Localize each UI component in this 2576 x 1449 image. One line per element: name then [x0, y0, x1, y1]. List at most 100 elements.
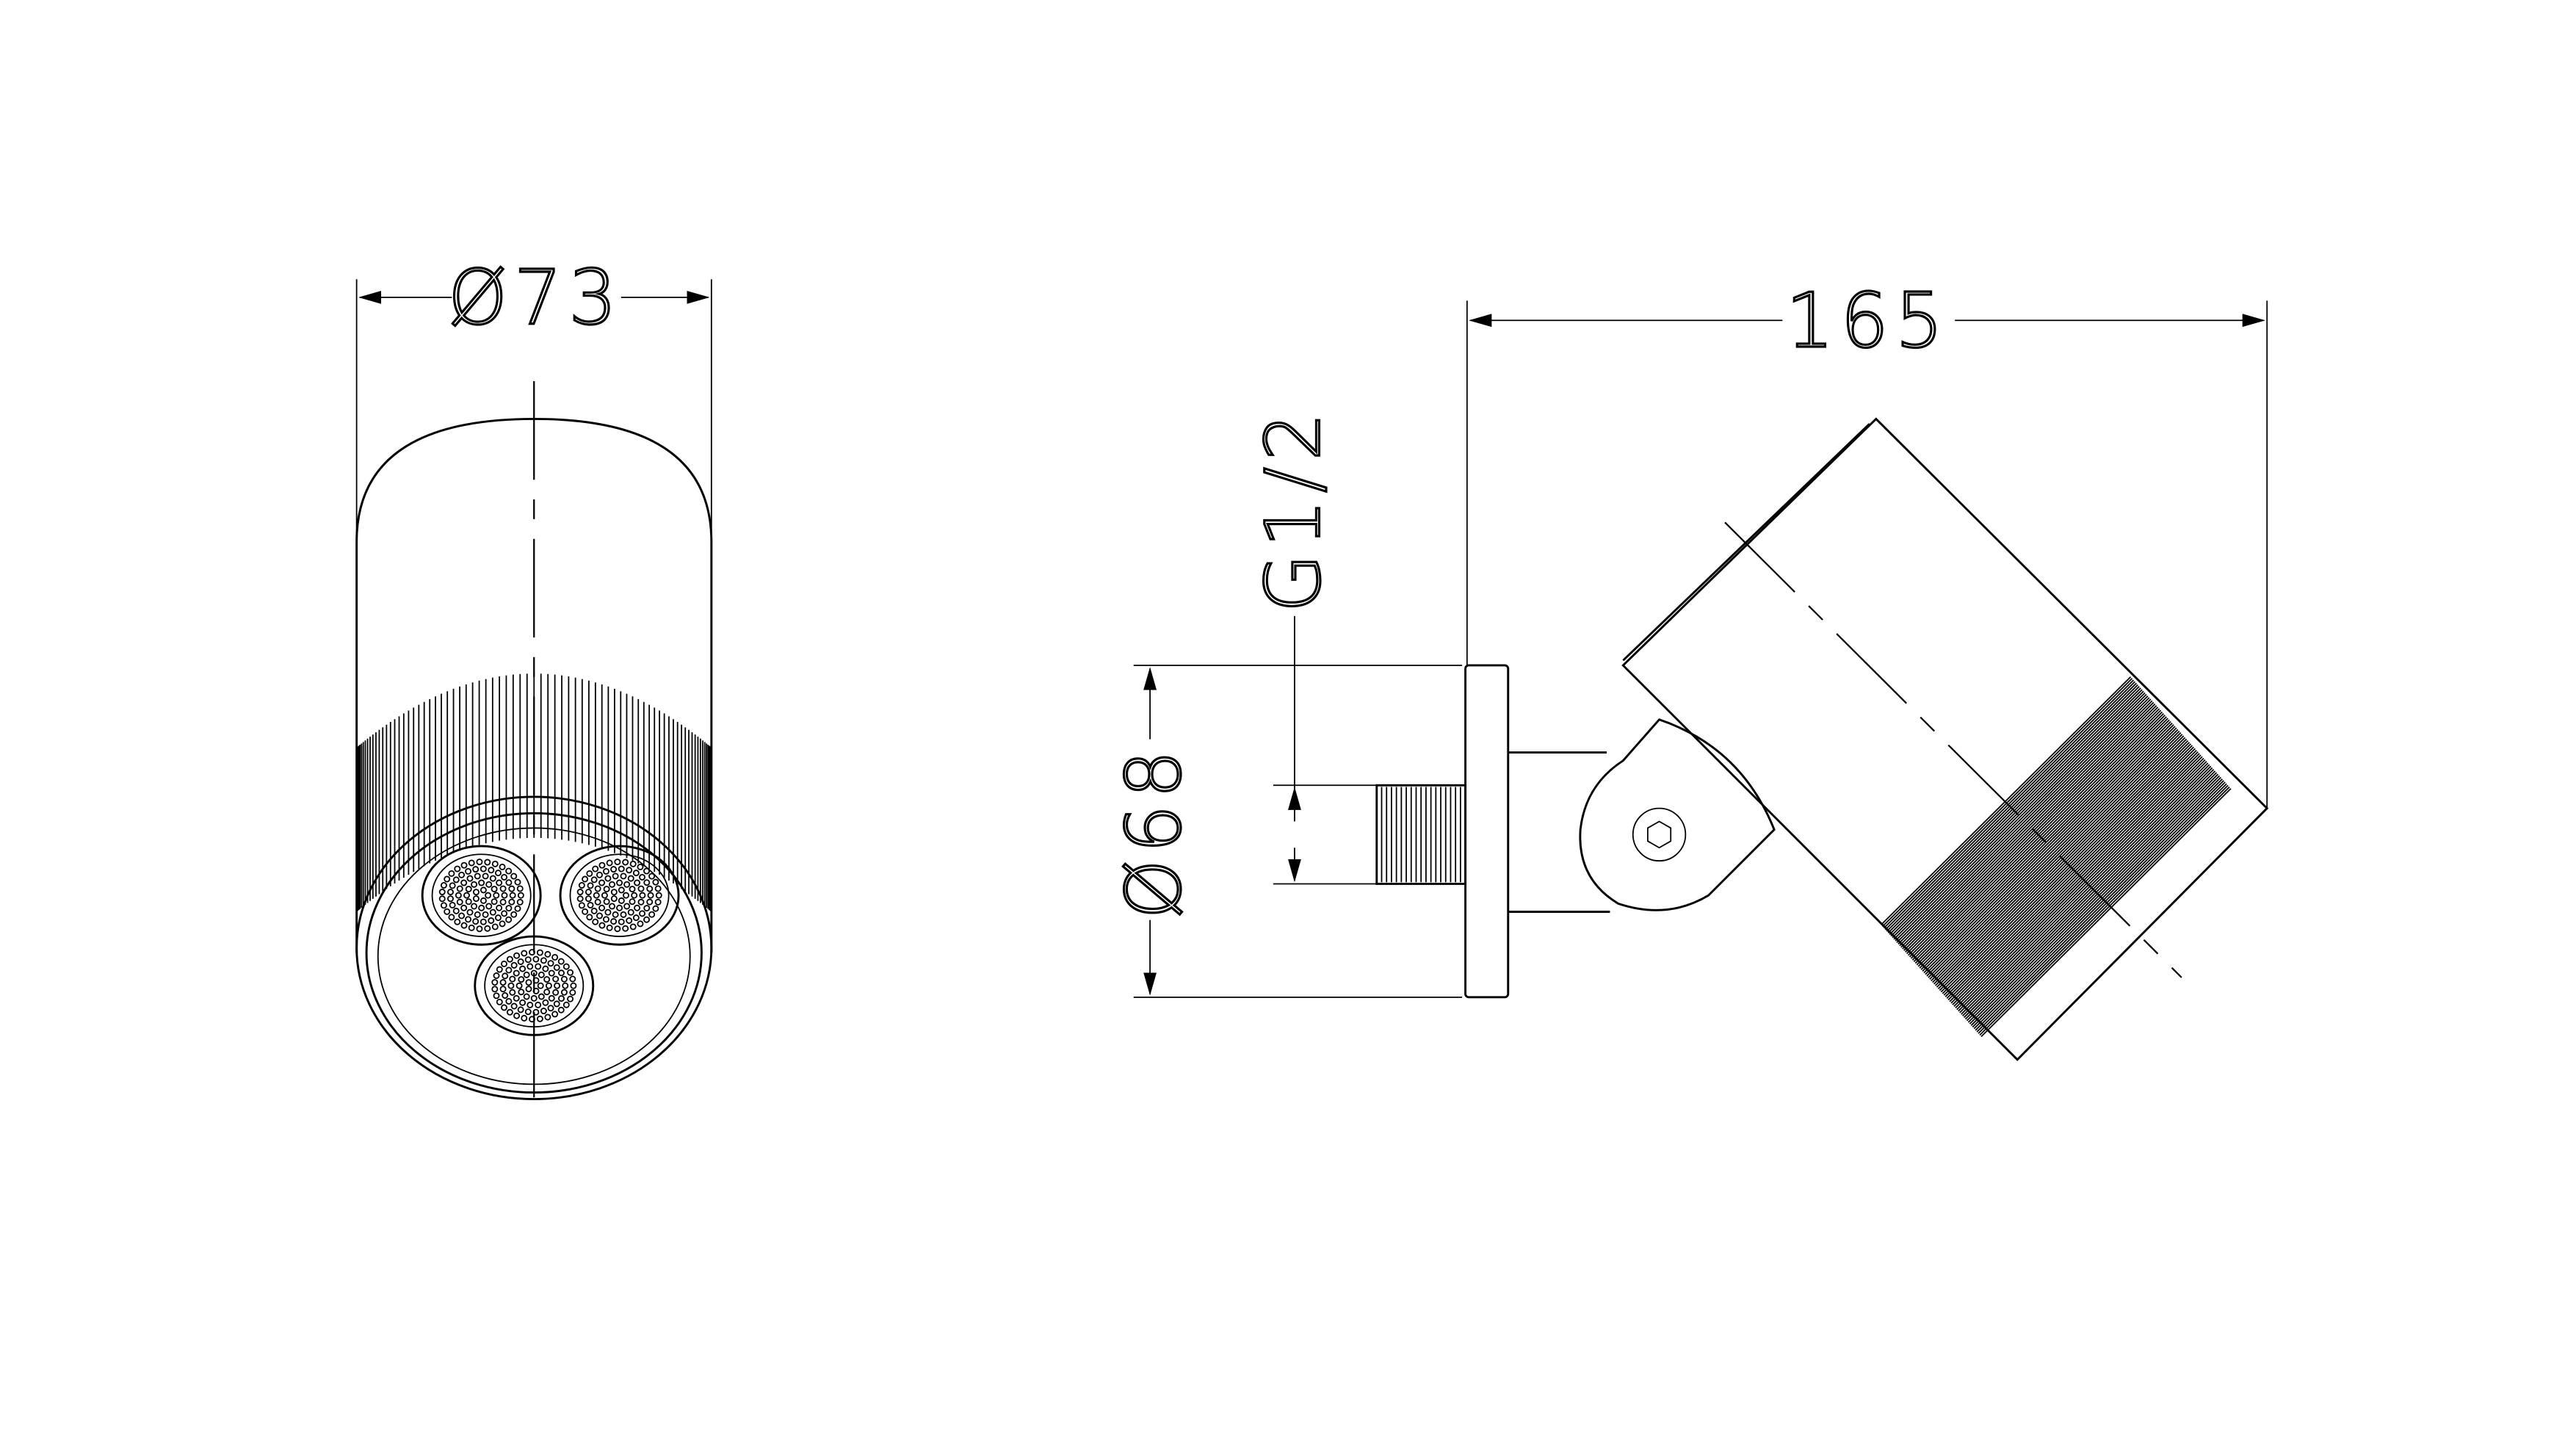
- nozzle-jet: [587, 882, 594, 889]
- nozzle-jet: [460, 861, 468, 869]
- nozzle-jet: [602, 867, 609, 875]
- nozzle-jet: [452, 876, 460, 884]
- nozzle-jet: [493, 892, 500, 899]
- knurl-line: [1953, 757, 2204, 1007]
- nozzle-jet: [509, 975, 516, 983]
- nozzle-jet: [440, 902, 447, 909]
- nozzle-jet: [444, 908, 451, 915]
- nozzle-jet: [634, 879, 641, 886]
- nozzle-jet: [632, 914, 640, 922]
- nozzle-jet: [496, 966, 503, 973]
- nozzle-jet: [471, 903, 478, 910]
- nozzle-jet: [513, 969, 520, 977]
- nozzle-jet: [610, 895, 618, 903]
- nozzle-jet: [502, 992, 509, 999]
- nozzle-jet: [618, 897, 625, 904]
- nozzle-jet: [623, 903, 631, 910]
- nozzle-jet: [444, 875, 451, 883]
- nozzle-jet: [560, 975, 568, 983]
- nozzle-jet: [536, 949, 543, 956]
- nozzle-jet: [569, 975, 576, 983]
- nozzle-jet: [472, 895, 480, 903]
- nozzle-jet: [557, 1006, 565, 1013]
- nozzle-jet: [535, 963, 542, 970]
- side-view: 165 Ø68 G1/2: [1109, 275, 2269, 1061]
- nozzle-jet: [510, 872, 518, 880]
- nozzle-jet: [447, 889, 454, 896]
- nozzle-jet: [586, 870, 593, 877]
- nozzle-jet: [468, 859, 475, 867]
- nozzle-jet: [594, 885, 601, 892]
- knurl-line: [1920, 720, 2171, 970]
- knurl-line: [1900, 698, 2152, 948]
- nozzle-jet: [484, 859, 491, 866]
- thread-outline: [1375, 784, 1467, 885]
- knurl-line: [1952, 756, 2203, 1005]
- diameter-73-label: Ø73: [448, 254, 623, 342]
- nozzle-jet: [518, 989, 525, 996]
- nozzle-jet: [525, 979, 532, 986]
- nozzle-jet: [576, 889, 584, 896]
- nozzle-jet: [537, 982, 544, 989]
- nozzle-jet: [552, 989, 560, 996]
- nozzle-jet: [519, 965, 527, 972]
- nozzle-jet: [542, 965, 549, 972]
- knurl-line: [1976, 783, 2227, 1033]
- nozzle-jet: [585, 895, 592, 903]
- nozzle-jet: [505, 997, 513, 1005]
- knurl-line: [1959, 764, 2210, 1013]
- knurl-line: [1897, 695, 2149, 945]
- nozzle-jet: [491, 979, 499, 986]
- nozzle-jet: [612, 872, 619, 880]
- nozzle-jet: [652, 878, 659, 886]
- knurl-line: [1933, 735, 2185, 985]
- nozzle-jet: [548, 994, 555, 1002]
- nozzle-jet: [542, 999, 549, 1006]
- nozzle-jet: [499, 885, 507, 892]
- nozzle-jet: [485, 892, 492, 899]
- nozzle-jet: [491, 923, 499, 931]
- nozzle-jet: [532, 955, 540, 963]
- nozzle-jet: [496, 904, 503, 911]
- nozzle-jet: [610, 866, 618, 873]
- wall-flange: [1464, 664, 1510, 999]
- nozzle-jet: [476, 925, 483, 933]
- nozzle-jet: [609, 903, 615, 910]
- nozzle-jet: [501, 910, 508, 917]
- nozzle-jet: [494, 870, 502, 877]
- nozzle-jet: [652, 905, 659, 912]
- nozzle-jet: [553, 964, 560, 971]
- nozzle-jet: [622, 925, 629, 932]
- nozzle-jet: [629, 923, 637, 931]
- knurl-line: [1896, 693, 2147, 943]
- nozzle-jet: [452, 907, 460, 914]
- nozzle-jet: [474, 872, 481, 880]
- knurl-line: [1923, 724, 2174, 974]
- nozzle-jet: [515, 982, 523, 989]
- nozzle-jet: [620, 911, 627, 918]
- pivot-joint: [1579, 718, 1776, 911]
- nozzle-jet: [548, 969, 555, 977]
- nozzle-jet: [639, 892, 646, 899]
- nozzle-jet: [639, 910, 646, 917]
- nozzle-jet: [654, 885, 662, 892]
- knurl-line: [1944, 748, 2196, 997]
- nozzle-jet: [582, 875, 589, 883]
- nozzle-jet: [620, 872, 627, 880]
- nozzle-jet: [631, 892, 638, 899]
- diameter-68-label: Ø68: [1110, 744, 1198, 919]
- nozzle-jet: [508, 898, 515, 906]
- nozzle-jet: [629, 898, 636, 906]
- nozzle-jet: [612, 911, 619, 918]
- knurl-line: [1919, 719, 2170, 969]
- nozzle-jet: [643, 867, 651, 875]
- nozzle-jet: [632, 870, 640, 877]
- nozzle-jet: [501, 960, 507, 967]
- pivot-screw: [1632, 807, 1687, 862]
- knurl-line: [1914, 715, 2166, 964]
- knurl-line: [1964, 770, 2216, 1020]
- nozzle-jet: [485, 903, 493, 910]
- nozzle-jet: [438, 889, 446, 896]
- nozzle-jet: [491, 898, 498, 906]
